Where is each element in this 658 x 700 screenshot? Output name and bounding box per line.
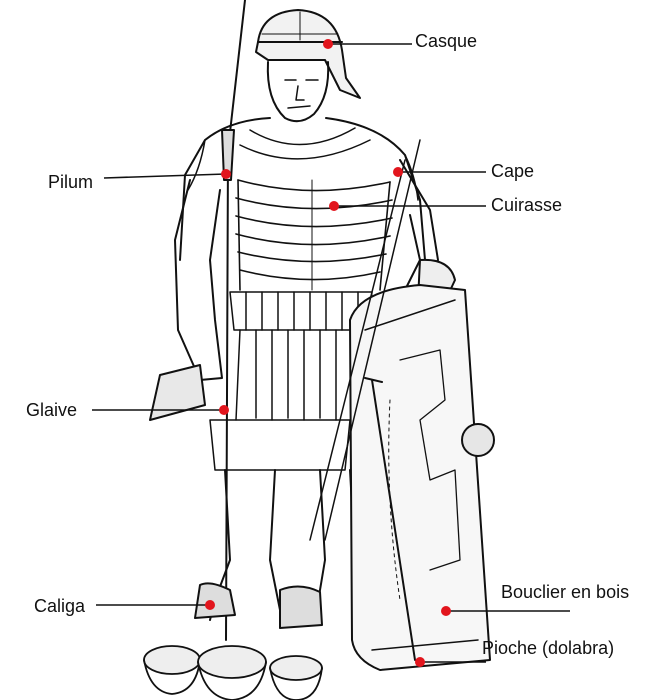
markers xyxy=(205,39,451,667)
marker-casque xyxy=(323,39,333,49)
marker-caliga xyxy=(205,600,215,610)
marker-bouclier xyxy=(441,606,451,616)
left-arm xyxy=(174,179,223,381)
label-glaive: Glaive xyxy=(26,400,78,420)
label-cape: Cape xyxy=(491,161,535,181)
marker-glaive xyxy=(219,405,229,415)
label-casque: Casque xyxy=(415,31,478,51)
sword-scabbard xyxy=(149,364,206,421)
label-caliga: Caliga xyxy=(34,596,86,616)
marker-cape xyxy=(393,167,403,177)
legs xyxy=(209,469,356,621)
cape-outline xyxy=(179,117,426,261)
leader-pilum xyxy=(103,173,227,179)
label-bouclier: Bouclier en bois xyxy=(501,582,630,602)
label-pilum: Pilum xyxy=(48,172,94,192)
marker-pilum xyxy=(221,169,231,179)
helmet-outline xyxy=(255,9,361,99)
shield xyxy=(349,284,495,671)
label-cuirasse: Cuirasse xyxy=(491,195,563,215)
face-outline xyxy=(266,61,330,123)
leader-lines xyxy=(92,43,570,663)
dolabra-handle xyxy=(364,377,416,661)
cooking-pots xyxy=(143,645,323,700)
marker-pioche xyxy=(415,657,425,667)
label-pioche: Pioche (dolabra) xyxy=(482,638,615,658)
marker-cuirasse xyxy=(329,201,339,211)
cuirasse-bands xyxy=(235,179,393,291)
